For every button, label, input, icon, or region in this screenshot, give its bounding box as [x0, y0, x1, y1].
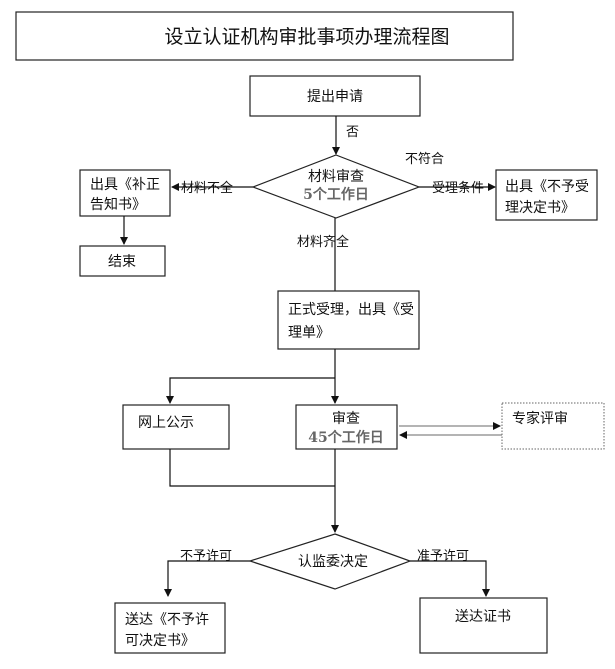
node-accept: [277, 290, 420, 350]
node-decision-label: 认监委决定: [298, 554, 368, 570]
edge-label-accept-cond: 受理条件: [432, 180, 484, 196]
title-box: [15, 11, 514, 61]
edge-label-complete: 材料齐全: [297, 234, 349, 250]
edge-accept-publish: [166, 377, 335, 404]
node-audit-label: 审查: [332, 411, 360, 427]
edge-label-no: 否: [346, 125, 359, 140]
node-publish: [122, 404, 230, 450]
node-certificate-label: 送达证书: [455, 609, 511, 625]
edge-publish-merge: [169, 449, 335, 487]
node-end-label: 结束: [108, 254, 136, 270]
node-correction: [79, 169, 171, 217]
node-apply-label: 提出申请: [307, 89, 363, 105]
node-expert-label: 专家评审: [512, 410, 568, 427]
node-deny-line2: 可决定书》: [125, 633, 195, 649]
edge-deny: [164, 560, 250, 597]
node-end: [79, 245, 166, 277]
node-publish-label: 网上公示: [138, 415, 194, 431]
node-review-days: 5个工作日: [303, 186, 369, 203]
node-correction-line1: 出具《补正: [90, 177, 160, 193]
edge-approve: [410, 560, 490, 597]
node-accept-line2: 理单》: [288, 325, 330, 341]
node-deny: [114, 602, 226, 654]
node-certificate: [419, 597, 548, 654]
edge-label-deny: 不予许可: [180, 549, 232, 564]
node-deny-line1: 送达《不予许: [125, 612, 209, 628]
page-title: 设立认证机构审批事项办理流程图: [164, 26, 449, 48]
node-reject-accept-line2: 理决定书》: [505, 200, 575, 216]
node-apply: [249, 75, 421, 117]
node-decision: [248, 533, 412, 590]
edge-label-not-meet: 不符合: [405, 151, 444, 167]
node-review-label: 材料审查: [308, 169, 364, 185]
node-accept-line1: 正式受理，出具《受: [288, 302, 414, 318]
node-review: [251, 154, 421, 219]
edge-label-approve: 准予许可: [417, 549, 469, 564]
node-reject-accept: [495, 169, 598, 221]
node-correction-line2: 告知书》: [90, 196, 146, 213]
edge-label-incomplete: 材料不全: [181, 180, 233, 196]
node-audit: [295, 404, 398, 450]
node-reject-accept-line1: 出具《不予受: [505, 179, 589, 195]
node-audit-days: 45个工作日: [308, 429, 383, 446]
node-expert: [501, 402, 605, 450]
